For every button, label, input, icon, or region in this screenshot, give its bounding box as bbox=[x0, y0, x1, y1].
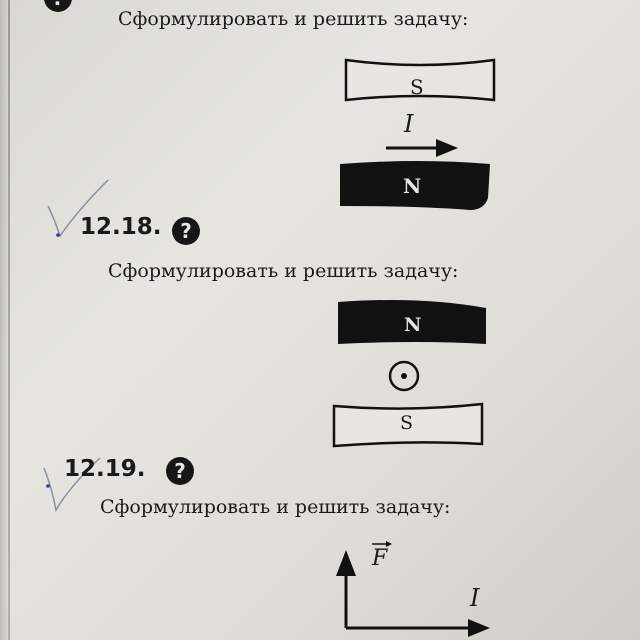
force-arrow-head bbox=[336, 550, 356, 576]
page-edge-shadow bbox=[0, 0, 10, 640]
current-label: I bbox=[404, 110, 414, 138]
question-circle-icon: ? bbox=[172, 217, 200, 245]
current-out-of-page-icon bbox=[388, 360, 420, 392]
current-label: I bbox=[470, 584, 480, 612]
magnet-n-bar bbox=[340, 161, 490, 210]
current-arrow-head bbox=[436, 139, 458, 157]
magnet-s-label: S bbox=[410, 75, 424, 99]
magnet-s-bar bbox=[344, 58, 496, 102]
magnet-s-bar bbox=[332, 402, 484, 448]
magnet-n-label: N bbox=[404, 314, 422, 336]
problem-number: 12.18. bbox=[80, 214, 162, 240]
problem-number: 12.19. bbox=[64, 456, 146, 482]
question-circle-icon: ? bbox=[44, 0, 72, 12]
question-circle-icon: ? bbox=[166, 457, 194, 485]
magnet-n-label: N bbox=[403, 174, 422, 198]
problem-instruction: Сформулировать и решить задачу: bbox=[100, 496, 451, 518]
magnet-s-label: S bbox=[400, 412, 414, 434]
problem-instruction: Сформулировать и решить задачу: bbox=[108, 260, 459, 282]
magnet-n-bar bbox=[338, 300, 486, 344]
page-margin-line bbox=[8, 0, 10, 640]
current-arrow-head bbox=[468, 619, 490, 637]
problem-instruction: Сформулировать и решить задачу: bbox=[118, 8, 469, 30]
force-label: F bbox=[372, 546, 388, 571]
